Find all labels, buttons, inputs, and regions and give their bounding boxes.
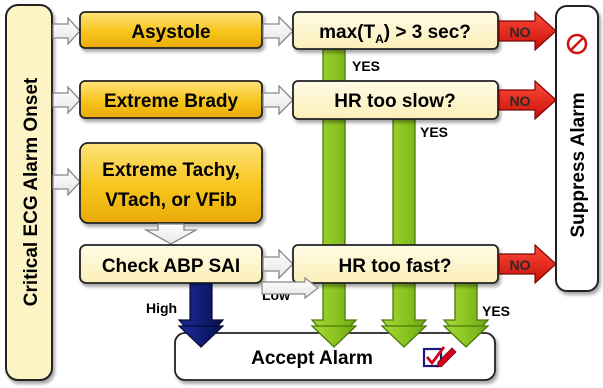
connector-arrow-row4 bbox=[262, 248, 294, 280]
alarm-label-asystole: Asystole bbox=[131, 22, 210, 43]
no-arrow-row2: NO bbox=[498, 79, 557, 121]
no-label-row4: NO bbox=[510, 257, 531, 273]
alarm-label-brady: Extreme Brady bbox=[104, 91, 239, 112]
yes-arrow-head-row4 bbox=[442, 325, 490, 348]
no-label-row1: NO bbox=[510, 24, 531, 40]
check-label-tachy: HR too fast? bbox=[339, 256, 452, 277]
alarm-label-check-sai: Check ABP SAI bbox=[102, 256, 240, 277]
connector-arrow-tachy bbox=[52, 167, 81, 197]
alarm-box-asystole: Asystole bbox=[79, 11, 263, 49]
checkbox-pencil-icon bbox=[422, 346, 457, 368]
alarm-label-tachy-line1: Extreme Tachy, bbox=[102, 160, 240, 181]
alarm-box-brady: Extreme Brady bbox=[79, 80, 263, 119]
no-arrow-row4: NO bbox=[498, 243, 557, 285]
alarm-onset-bar: Critical ECG Alarm Onset bbox=[5, 4, 53, 381]
check-box-asystole: max(TA) > 3 sec? bbox=[292, 11, 499, 50]
check-box-brady: HR too slow? bbox=[292, 80, 499, 120]
connector-arrow-asystole bbox=[52, 16, 81, 46]
no-label-row2: NO bbox=[510, 93, 531, 109]
yes-arrow-row2 bbox=[380, 117, 428, 346]
no-arrow-row1: NO bbox=[498, 10, 557, 52]
yes-label-row2: YES bbox=[420, 124, 448, 140]
check-label-brady: HR too slow? bbox=[334, 91, 455, 112]
yes-label-row4: YES bbox=[482, 303, 510, 319]
yes-label-row1: YES bbox=[352, 58, 380, 74]
yes-arrow-head-row2 bbox=[380, 325, 428, 348]
alarm-box-check-sai: Check ABP SAI bbox=[79, 244, 263, 284]
alarm-label-tachy-line2: VTach, or VFib bbox=[105, 190, 237, 211]
tachy-to-sai-arrow bbox=[143, 223, 199, 245]
alarm-to-check-connectors bbox=[262, 15, 294, 280]
yes-arrow-heads bbox=[310, 325, 490, 348]
check-box-tachy: HR too fast? bbox=[292, 244, 499, 284]
no-arrows: NO NO NO bbox=[498, 10, 557, 285]
connector-arrow-row1 bbox=[262, 15, 294, 47]
prohibited-icon bbox=[566, 33, 588, 55]
suppress-alarm-label: Suppress Alarm bbox=[568, 92, 589, 237]
onset-connectors bbox=[52, 16, 81, 197]
connector-arrow-brady bbox=[52, 85, 81, 115]
sai-high-label: High bbox=[146, 300, 177, 316]
connector-arrow-row2 bbox=[262, 84, 294, 116]
alarm-box-tachy: Extreme Tachy, VTach, or VFib bbox=[79, 142, 263, 224]
accept-alarm-label: Accept Alarm bbox=[251, 348, 373, 369]
suppress-alarm-bar: Suppress Alarm bbox=[555, 5, 599, 292]
yes-arrow-head-row1 bbox=[310, 325, 358, 348]
sai-low-connector bbox=[261, 276, 319, 300]
sai-high-arrow-head bbox=[177, 325, 225, 348]
alarm-onset-label: Critical ECG Alarm Onset bbox=[21, 77, 42, 306]
check-label-asystole: max(TA) > 3 sec? bbox=[319, 22, 471, 46]
accept-alarm-box: Accept Alarm bbox=[174, 332, 496, 381]
